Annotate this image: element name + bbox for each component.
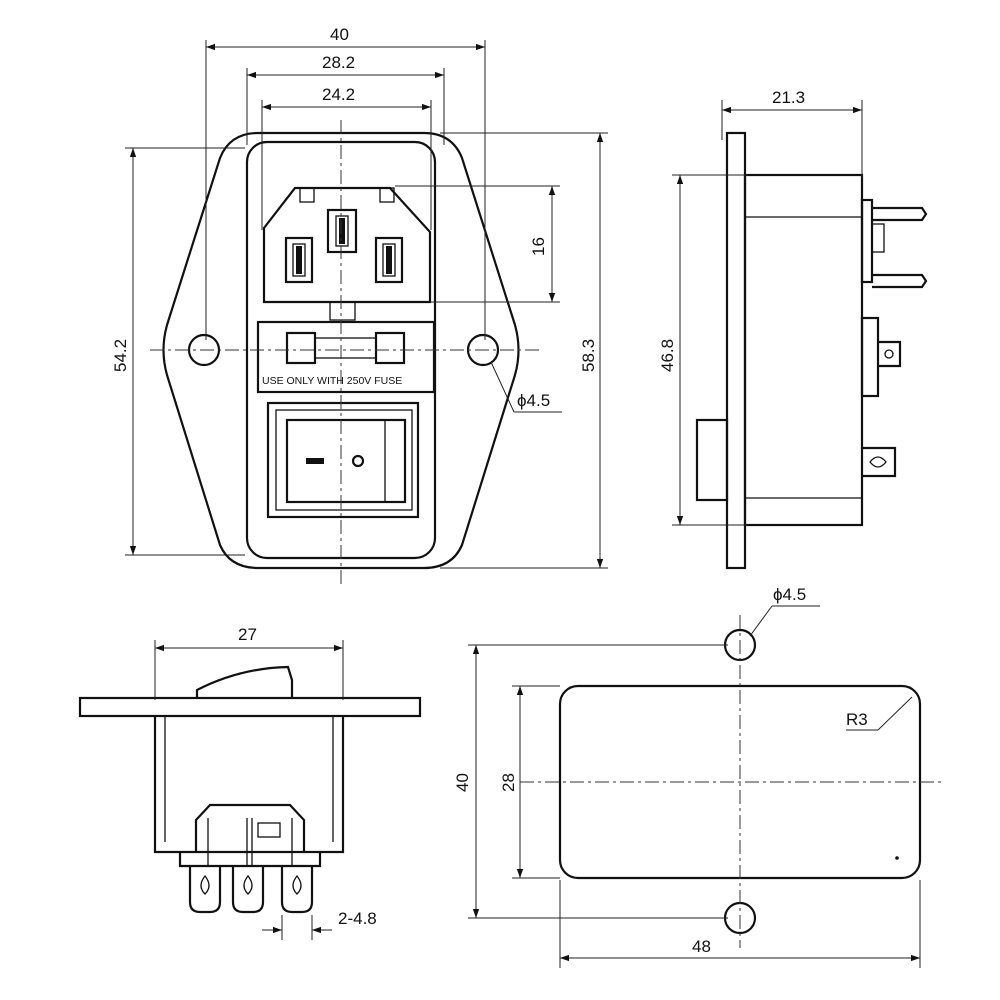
dim-54-2: 54.2 xyxy=(111,339,130,372)
socket-pin-earth xyxy=(326,208,358,254)
socket-pin-right xyxy=(374,236,404,284)
dim-28: 28 xyxy=(499,773,518,792)
dim-46-8: 46.8 xyxy=(658,339,677,372)
dim-r3: R3 xyxy=(846,710,868,729)
dim-21-3: 21.3 xyxy=(772,88,805,107)
socket-pin-left xyxy=(284,236,314,284)
dim-16: 16 xyxy=(529,237,548,256)
switch-off-mark xyxy=(306,458,324,464)
bottom-switch-rocker xyxy=(195,665,294,698)
front-flange-outline xyxy=(162,131,520,570)
fuse-warning-label: USE ONLY WITH 250V FUSE xyxy=(262,375,402,387)
bottom-terminals xyxy=(188,866,314,914)
side-body xyxy=(743,173,864,527)
bottom-flange xyxy=(78,696,422,718)
dim-cutout-hole: ϕ4.5 xyxy=(773,585,806,604)
front-view: USE ONLY WITH 250V FUSE 40 28.2 24.2 16 xyxy=(111,25,608,585)
switch-bezel-inner xyxy=(275,409,413,511)
side-switch-rocker xyxy=(695,418,729,502)
bottom-terminal-block xyxy=(194,803,306,852)
bottom-body xyxy=(153,716,345,854)
socket-tab-right xyxy=(379,187,395,203)
iec-socket-outline xyxy=(262,186,432,304)
switch-on-mark xyxy=(351,454,365,468)
rocker-switch[interactable] xyxy=(285,418,407,504)
bottom-view: 27 2-4.8 xyxy=(78,625,422,940)
dim-40-cutout: 40 xyxy=(453,773,472,792)
socket-tab-left xyxy=(299,187,315,203)
dim-48: 48 xyxy=(692,937,711,956)
panel-cutout-view: ϕ4.5 R3 40 28 48 xyxy=(453,585,945,968)
fuse-drawer xyxy=(256,320,436,394)
side-terminals xyxy=(860,198,928,478)
dim-27: 27 xyxy=(238,625,257,644)
dim-40-front: 40 xyxy=(330,25,349,44)
dim-58-3: 58.3 xyxy=(579,339,598,372)
switch-bezel-outer xyxy=(266,401,420,519)
side-view: 21.3 46.8 xyxy=(658,88,928,570)
dim-28-2: 28.2 xyxy=(322,53,355,72)
dim-24-2: 24.2 xyxy=(322,85,355,104)
dim-mount-hole-front: ϕ4.5 xyxy=(517,391,550,410)
dim-2-4-8: 2-4.8 xyxy=(338,909,377,928)
side-flange xyxy=(725,131,747,570)
socket-key-notch xyxy=(329,302,356,321)
fuse-holder xyxy=(285,331,406,365)
